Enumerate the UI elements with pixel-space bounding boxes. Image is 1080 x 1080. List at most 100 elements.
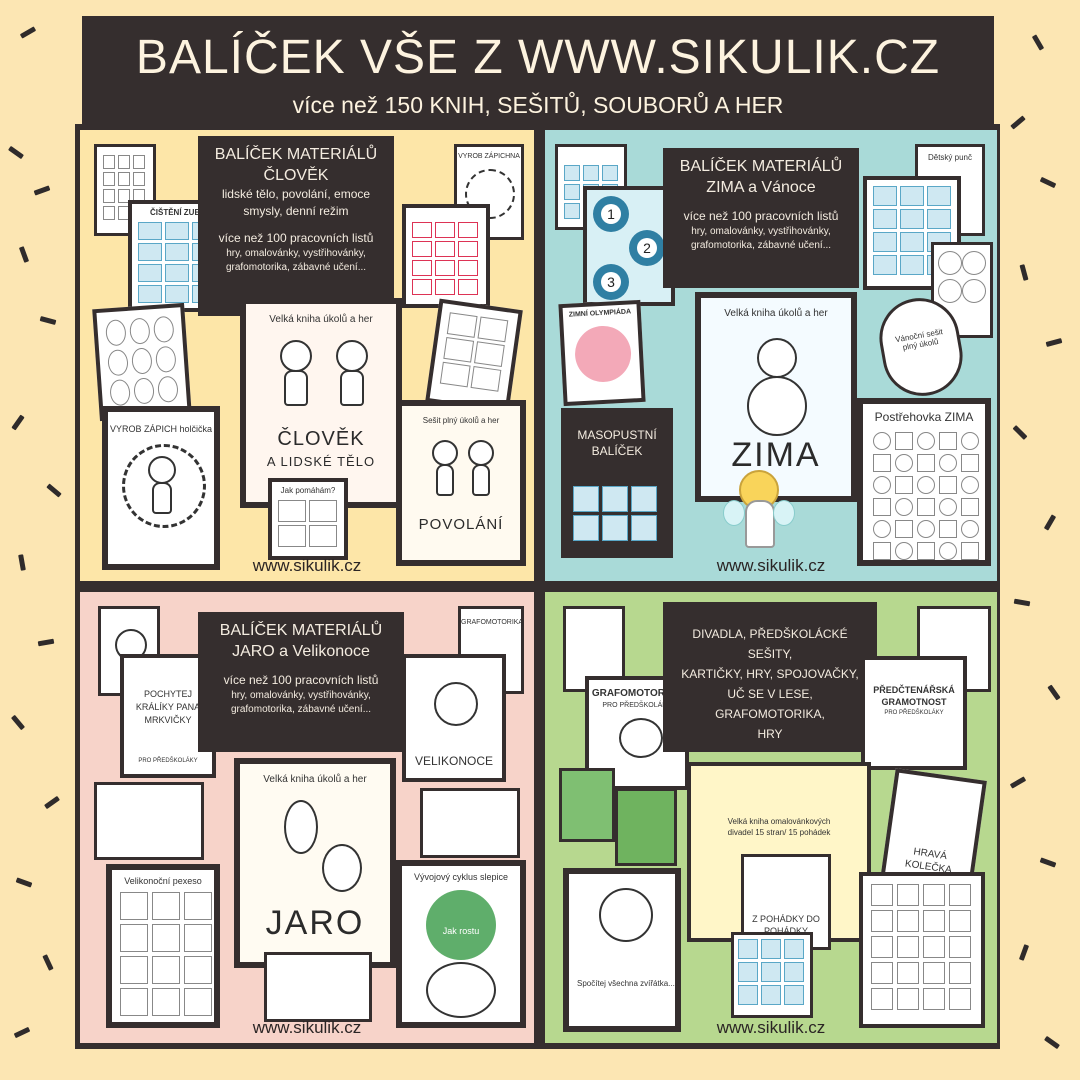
card-green-left[interactable] — [559, 768, 615, 842]
card-vyrob-zapich[interactable]: VYROB ZÁPICH holčička — [102, 406, 220, 570]
card-cisteni-red[interactable] — [402, 204, 490, 308]
info-title: BALÍČEK MATERIÁLŮ — [679, 158, 843, 175]
card-velikonoce-title: VELIKONOCE — [414, 754, 494, 768]
card-zimni-olympiada[interactable]: ZIMNÍ OLYMPIÁDA — [558, 299, 646, 407]
card-zima-pictures[interactable] — [863, 176, 961, 290]
dash — [46, 483, 62, 498]
children-figure-icon — [276, 340, 376, 420]
info-line: HRY — [757, 727, 783, 741]
info-line: DIVADLA, PŘEDŠKOLÁCKÉ SEŠITY, — [692, 627, 848, 661]
info-small: grafomotorika, zábavné učení... — [230, 704, 372, 715]
card-masopustni-balicek[interactable]: MASOPUSTNÍ BALÍČEK — [561, 408, 673, 558]
sesit-caption: Sešit plný úkolů a her — [422, 416, 500, 425]
card-vyvojovy-cyklus[interactable]: Vývojový cyklus slepice Jak rostu — [396, 860, 526, 1028]
card-cyklus-sub: Jak rostu — [442, 926, 480, 936]
quadrant-footer-url[interactable]: www.sikulik.cz — [252, 1018, 362, 1037]
book-clovek[interactable]: Velká kniha úkolů a her ČLOVĚK A LIDSKÉ … — [240, 298, 402, 508]
dash — [37, 638, 55, 647]
book-caption: Velká kniha úkolů a her — [263, 774, 367, 785]
dash — [1043, 514, 1057, 531]
quadrant-footer-url[interactable]: www.sikulik.cz — [716, 1018, 826, 1037]
page-title: BALÍČEK VŠE Z WWW.SIKULIK.CZ — [135, 31, 941, 84]
book-jaro[interactable]: Velká kniha úkolů a her JARO — [234, 758, 396, 968]
number-3: 3 — [601, 272, 621, 292]
card-masopust-title2: BALÍČEK — [591, 444, 643, 458]
card-vyrob-title: VYROB ZÁPICH holčička — [109, 424, 213, 434]
dash — [18, 246, 30, 263]
info-box-clovek: BALÍČEK MATERIÁLŮ ČLOVĚK lidské tělo, po… — [198, 136, 394, 316]
card-predctenarska-title: PŘEDČTENÁŘSKÁ GRAMOTNOST — [873, 685, 955, 707]
info-line: KARTIČKY, HRY, SPOJOVAČKY, — [681, 667, 859, 681]
dash — [1047, 684, 1061, 701]
book-caption: Velká kniha úkolů a her — [724, 308, 828, 319]
book-povolani[interactable]: Sešit plný úkolů a her POVOLÁNÍ — [396, 400, 526, 566]
card-masopust-title: MASOPUSTNÍ — [577, 428, 657, 442]
dash — [1019, 264, 1029, 281]
quadrant-zima: 1 2 3 BALÍČEK MATERIÁLŮ ZIMA a Vánoce ví… — [545, 130, 997, 581]
dash — [1039, 857, 1057, 868]
info-count: více než 100 pracovních listů — [223, 673, 379, 687]
info-box-jaro: BALÍČEK MATERIÁLŮ JARO a Velikonoce více… — [198, 612, 404, 752]
quadrant-footer-url[interactable]: www.sikulik.cz — [716, 556, 826, 575]
card-pexeso-title: Velikonoční pexeso — [124, 876, 202, 886]
dash — [13, 1026, 31, 1039]
dash — [1045, 338, 1063, 347]
sesit-title: POVOLÁNÍ — [418, 516, 504, 533]
card-green-right[interactable] — [615, 788, 677, 866]
card-pochytej-title: POCHYTEJ KRÁLÍKY PANA MRKVIČKY — [135, 689, 201, 725]
dash — [1031, 34, 1045, 51]
card-pohadka-title: Z POHÁDKY DO POHÁDKY — [752, 914, 820, 936]
card-z-pohadky[interactable]: Z POHÁDKY DO POHÁDKY — [741, 854, 831, 950]
info-line: UČ SE V LESE, — [727, 687, 813, 701]
book-caption: Velká kniha úkolů a her — [269, 314, 373, 325]
book-title: JARO — [265, 904, 365, 942]
info-line: lidské tělo, povolání, emoce — [221, 187, 371, 201]
book-subtitle: A LIDSKÉ TĚLO — [266, 454, 376, 469]
dash — [15, 877, 33, 888]
card-jaro-cutout-left[interactable] — [94, 782, 204, 860]
dash — [1044, 1035, 1060, 1050]
dash — [1039, 176, 1057, 189]
card-spocitej[interactable]: Spočítej všechna zvířátka... — [563, 868, 681, 1032]
card-kniha-title: Velká kniha omalovánkových divadel 15 st… — [727, 817, 831, 837]
card-olympiada-title: ZIMNÍ OLYMPIÁDA — [568, 308, 632, 319]
card-kartičky[interactable] — [731, 932, 813, 1018]
card-predctenarska[interactable]: PŘEDČTENÁŘSKÁ GRAMOTNOST PRO PŘEDŠKOLÁKY — [861, 656, 967, 770]
info-title-topic: ZIMA a Vánoce — [706, 179, 816, 196]
info-title-topic: JARO a Velikonoce — [232, 643, 370, 660]
dash — [1013, 598, 1031, 607]
info-small: hry, omalovánky, vystřihovánky, — [231, 690, 371, 701]
info-title: BALÍČEK MATERIÁLŮ — [219, 622, 383, 639]
info-line: GRAFOMOTORIKA, — [715, 707, 825, 721]
info-small: grafomotorika, zábavné učení... — [690, 240, 832, 251]
card-postrehovka-zima[interactable]: Postřehovka ZIMA — [857, 398, 991, 566]
quadrant-clovek: ČIŠTĚNÍ ZUBŮ BALÍČEK MATERIÁLŮ ČLOVĚK li… — [80, 130, 534, 581]
card-velikonoce[interactable]: VELIKONOCE — [402, 654, 506, 782]
info-count: více než 100 pracovních listů — [218, 231, 374, 245]
number-1: 1 — [601, 204, 621, 224]
dash — [8, 145, 24, 160]
card-cisteni-title: ČIŠTĚNÍ ZUBŮ — [150, 208, 206, 217]
worksheet-emotions-card[interactable] — [94, 144, 156, 236]
card-jaro-cutout-right[interactable] — [420, 788, 520, 858]
info-title-topic: ČLOVĚK — [263, 167, 329, 184]
card-povolani-sheet[interactable] — [425, 298, 523, 414]
card-jaro-birds[interactable] — [264, 952, 372, 1022]
card-jak-pomaham[interactable]: Jak pomáhám? — [268, 478, 348, 560]
dash — [1010, 115, 1026, 130]
card-graf-title: GRAFOMOTORIKA — [461, 619, 524, 626]
dash — [18, 554, 26, 571]
info-count: více než 100 pracovních listů — [683, 209, 839, 223]
card-graf-title: GRAFOMOTORIKA — [591, 688, 683, 699]
card-graf-sub: PRO PŘEDŠKOLÁKY — [602, 702, 672, 709]
info-small: hry, omalovánky, vystřihovánky, — [691, 226, 831, 237]
card-emotions-grid[interactable] — [92, 302, 192, 422]
quadrant-footer-url[interactable]: www.sikulik.cz — [252, 556, 362, 575]
card-zima-circles[interactable] — [931, 242, 993, 338]
card-velikonocni-pexeso[interactable]: Velikonoční pexeso — [106, 864, 220, 1028]
book-title: ČLOVĚK — [277, 428, 365, 450]
card-spojovacky[interactable] — [859, 872, 985, 1028]
card-number-circles[interactable]: 1 2 3 — [583, 186, 675, 306]
book-zima[interactable]: Velká kniha úkolů a her ZIMA — [695, 292, 857, 502]
info-small: hry, omalovánky, vystřihovánky, — [226, 248, 366, 259]
